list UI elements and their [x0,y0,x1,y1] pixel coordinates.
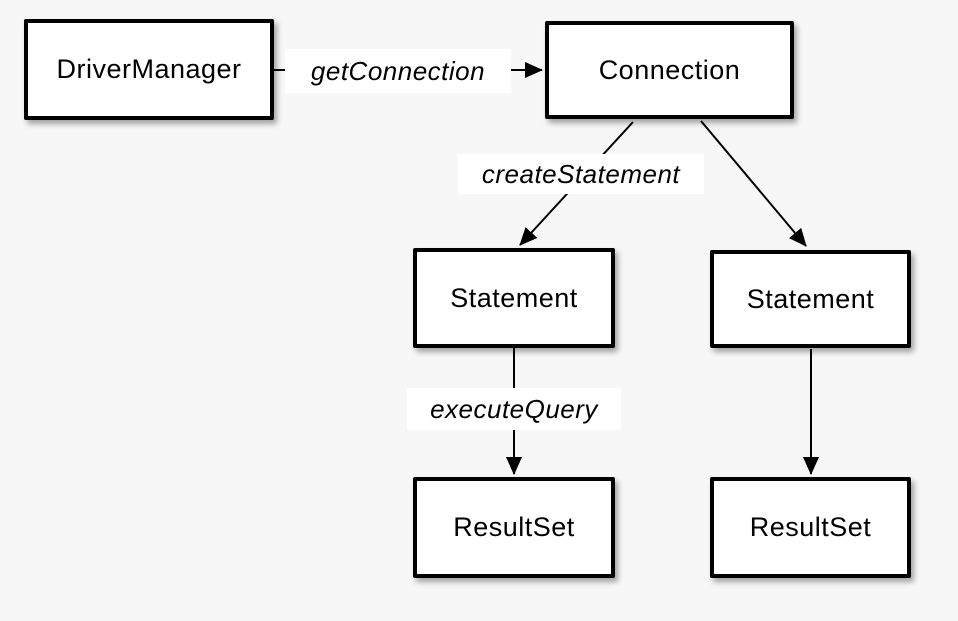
node-statement-left: Statement [413,248,615,348]
edge-label-getconnection: getConnection [285,49,511,93]
node-resultset-right: ResultSet [710,477,911,578]
node-statement-right: Statement [710,250,911,348]
node-resultset-left: ResultSet [413,477,615,578]
node-connection-label: Connection [598,54,741,85]
node-resultset-right-label: ResultSet [749,512,872,542]
edge-connection-to-statement-right-arrow [700,120,807,247]
node-statement-left-label: Statement [450,282,578,313]
node-resultset-left-label: ResultSet [453,512,575,542]
node-connection: Connection [545,21,794,119]
node-driver-manager-label: DriverManager [56,54,242,84]
edge-label-executequery: executeQuery [407,388,621,430]
edge-label-createstatement: createStatement [458,154,704,194]
node-driver-manager: DriverManager [24,19,274,120]
node-statement-right-label: Statement [746,283,875,314]
